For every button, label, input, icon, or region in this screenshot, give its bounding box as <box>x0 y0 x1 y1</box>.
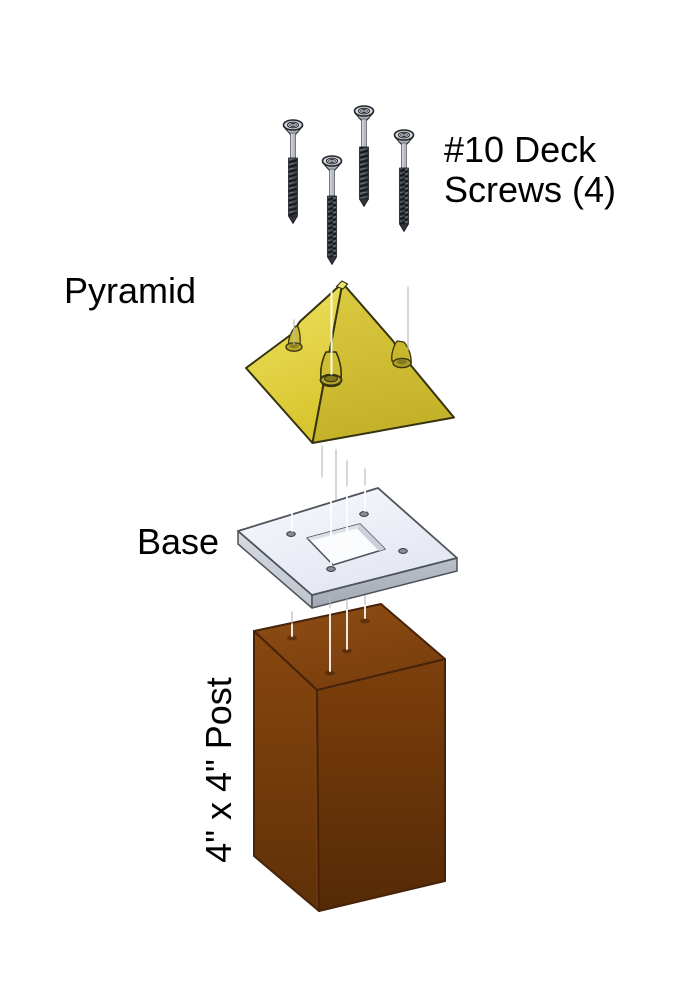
post-label: 4" x 4" Post <box>198 677 240 863</box>
guide-lines <box>291 286 409 672</box>
deck-screw-2 <box>321 155 343 265</box>
pyramid-cap-graphic <box>245 280 455 444</box>
post-pilot-marks <box>287 618 370 676</box>
deck-screws-graphic <box>282 105 415 265</box>
post-top-face <box>253 603 446 691</box>
pyramid-screw-hole-right <box>391 340 412 369</box>
base-label: Base <box>137 521 220 562</box>
post-graphic <box>253 603 446 912</box>
pyramid-label: Pyramid <box>64 270 197 311</box>
deck-screw-1 <box>282 119 304 224</box>
screws-label: #10 Deck Screws (4) <box>444 129 617 210</box>
deck-screw-3 <box>353 105 375 207</box>
post-right-face <box>316 658 446 912</box>
base-square-cutout <box>306 523 386 566</box>
base-screw-holes <box>286 511 408 572</box>
pyramid-apex <box>335 280 349 290</box>
deck-screw-4 <box>393 129 415 232</box>
